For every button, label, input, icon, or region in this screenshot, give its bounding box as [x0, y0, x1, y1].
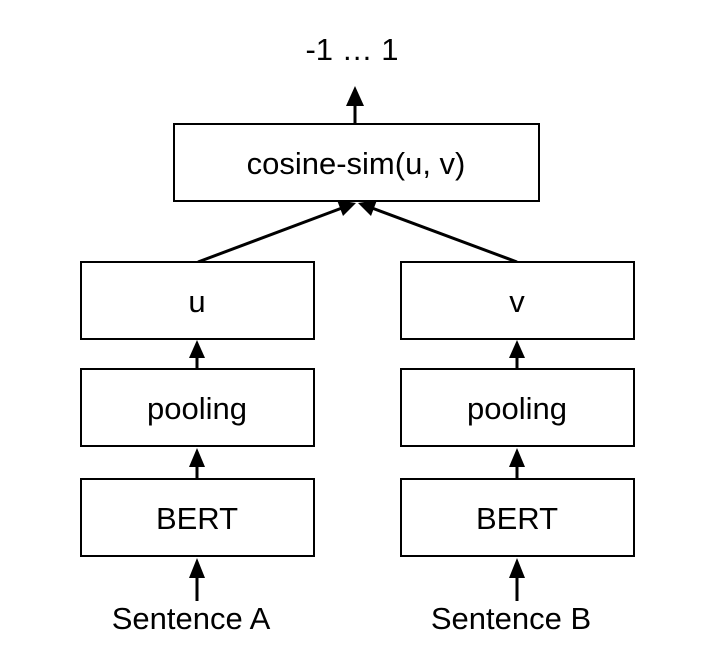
- bert-a-label: BERT: [156, 501, 238, 536]
- cosine-similarity-box: cosine-sim(u, v): [173, 123, 540, 202]
- arrow-pooling-b-to-v: [509, 340, 525, 369]
- arrow-cosine-to-output: [346, 86, 364, 124]
- embedding-v-box: v: [400, 261, 635, 340]
- embedding-u-label: u: [188, 284, 205, 319]
- embedding-v-label: v: [509, 284, 525, 319]
- arrow-u-to-cosine: [197, 200, 356, 264]
- bert-b-label: BERT: [476, 501, 558, 536]
- arrow-sentence-a-to-bert-a: [189, 558, 205, 601]
- pooling-b-box: pooling: [400, 368, 635, 447]
- output-range-label: -1 … 1: [305, 32, 398, 67]
- bert-a-box: BERT: [80, 478, 315, 557]
- bert-b-box: BERT: [400, 478, 635, 557]
- arrow-v-to-cosine: [358, 200, 518, 264]
- sentence-a-label: Sentence A: [112, 601, 271, 636]
- pooling-b-label: pooling: [467, 391, 567, 426]
- embedding-u-box: u: [80, 261, 315, 340]
- arrow-pooling-a-to-u: [189, 340, 205, 369]
- arrow-sentence-b-to-bert-b: [509, 558, 525, 601]
- cosine-similarity-label: cosine-sim(u, v): [247, 146, 466, 181]
- arrow-bert-b-to-pooling-b: [509, 448, 525, 479]
- arrow-bert-a-to-pooling-a: [189, 448, 205, 479]
- sentence-b-label: Sentence B: [431, 601, 591, 636]
- pooling-a-label: pooling: [147, 391, 247, 426]
- pooling-a-box: pooling: [80, 368, 315, 447]
